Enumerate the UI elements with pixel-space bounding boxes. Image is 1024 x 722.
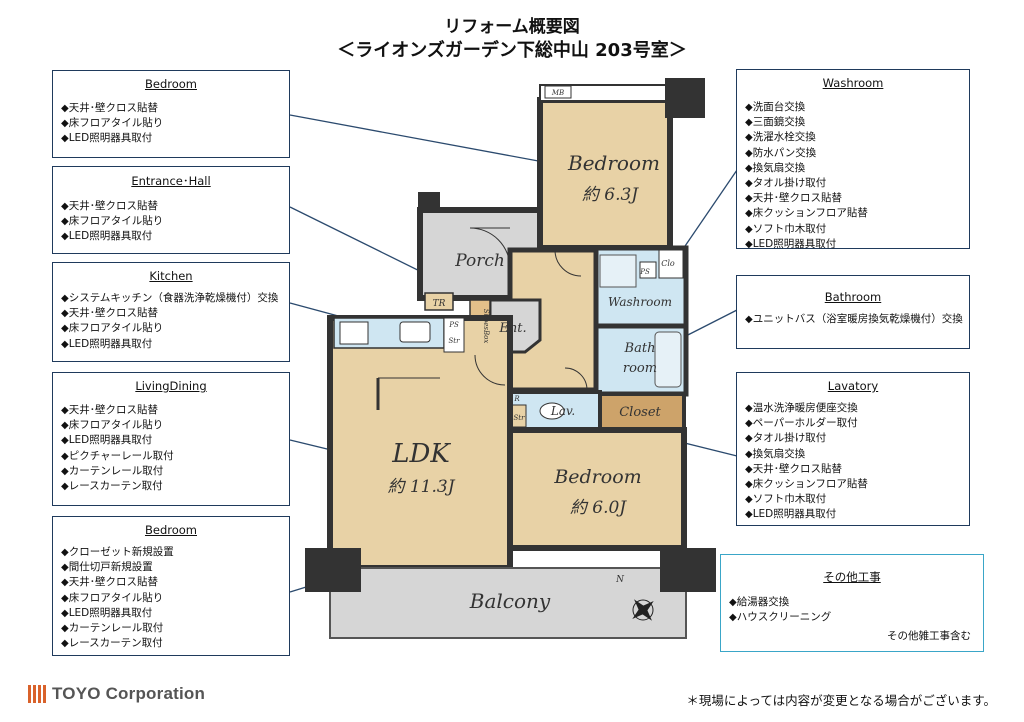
note-item: LED照明器具取付	[745, 237, 969, 252]
note-item: LED照明器具取付	[61, 229, 289, 244]
page-title: リフォーム概要図	[444, 17, 580, 37]
note-item: LED照明器具取付	[61, 606, 289, 621]
label-lav: Lav.	[550, 404, 575, 418]
room-bedroom-bottom	[507, 427, 687, 551]
room-bedroom-top	[537, 97, 673, 251]
logo-bars-icon	[28, 685, 46, 703]
label-ldk: LDK	[391, 439, 451, 469]
label-balcony: Balcony	[469, 589, 551, 613]
logo-text: TOYO Corporation	[52, 684, 206, 703]
note-item: ハウスクリーニング	[729, 610, 983, 625]
disclaimer: ＊現場によっては内容が変更となる場合がございます。	[686, 693, 996, 708]
note-item: システムキッチン（食器洗浄乾燥機付）交換	[61, 291, 289, 306]
label-closet: Closet	[619, 405, 661, 420]
note-item: 床フロアタイル貼り	[61, 591, 289, 606]
note-item: 換気扇交換	[745, 447, 969, 462]
note-item: ユニットバス（浴室暖房換気乾燥機付）交換	[745, 312, 969, 327]
note-title: Entrance･Hall	[131, 174, 211, 188]
note-item: ソフト巾木取付	[745, 222, 969, 237]
label-ps-wash: PS	[639, 268, 650, 276]
note-item: LED照明器具取付	[61, 131, 289, 146]
note-item: タオル掛け取付	[745, 431, 969, 446]
label-compass-n: N	[615, 575, 625, 585]
note-living-dining: LivingDining 天井･壁クロス貼替 床フロアタイル貼り LED照明器具…	[52, 372, 290, 506]
note-title: Kitchen	[149, 269, 193, 283]
note-item: 給湯器交換	[729, 595, 983, 610]
note-bathroom: Bathroom ユニットバス（浴室暖房換気乾燥機付）交換	[736, 275, 970, 349]
label-bedroom-bottom-size: 約 6.0J	[570, 498, 627, 518]
note-item: 天井･壁クロス貼替	[61, 306, 289, 321]
label-tr: TR	[433, 299, 446, 309]
note-item: 洗濯水栓交換	[745, 130, 969, 145]
note-item: LED照明器具取付	[61, 337, 289, 352]
note-washroom: Washroom 洗面台交換 三面鏡交換 洗濯水栓交換 防水パン交換 換気扇交換…	[736, 69, 970, 252]
note-title: Bedroom	[144, 523, 197, 537]
label-r: R	[513, 395, 520, 403]
note-other-works: その他工事 給湯器交換 ハウスクリーニング その他雑工事含む	[720, 554, 984, 652]
note-item: レースカーテン取付	[61, 479, 289, 494]
note-item: 天井･壁クロス貼替	[61, 199, 289, 214]
note-item: LED照明器具取付	[61, 433, 289, 448]
note-item: 天井･壁クロス貼替	[61, 101, 289, 116]
note-bedroom-bottom: Bedroom クローゼット新規設置 間仕切戸新規設置 天井･壁クロス貼替 床フ…	[52, 516, 290, 656]
page-subtitle: ＜ライオンズガーデン下総中山 203号室＞	[337, 40, 687, 61]
label-bath-room: room	[623, 361, 657, 376]
note-item: タオル掛け取付	[745, 176, 969, 191]
note-item: カーテンレール取付	[61, 621, 289, 636]
label-ps-kitchen: PS	[448, 321, 459, 329]
note-item: 床クッションフロア貼替	[745, 477, 969, 492]
label-mb: MB	[551, 89, 564, 97]
note-item: 床フロアタイル貼り	[61, 214, 289, 229]
note-title: その他工事	[823, 570, 881, 584]
label-str-lav: Str	[514, 414, 526, 422]
note-item: 防水パン交換	[745, 146, 969, 161]
note-title: Washroom	[822, 76, 884, 90]
note-title: Bathroom	[824, 290, 882, 304]
note-bedroom-top: Bedroom 天井･壁クロス貼替 床フロアタイル貼り LED照明器具取付	[52, 70, 290, 158]
label-porch: Porch	[454, 251, 505, 271]
label-shoebox: ShoesBox	[482, 309, 490, 344]
label-ent: Ent.	[498, 321, 526, 336]
label-bedroom-bottom: Bedroom	[553, 466, 641, 488]
label-washroom: Washroom	[608, 295, 672, 309]
note-item: 床クッションフロア貼替	[745, 206, 969, 221]
company-logo: TOYO Corporation	[28, 684, 205, 704]
label-bedroom-top-size: 約 6.3J	[582, 185, 639, 205]
note-item: 天井･壁クロス貼替	[745, 191, 969, 206]
note-item: 床フロアタイル貼り	[61, 321, 289, 336]
note-title: LivingDining	[135, 379, 207, 393]
note-title: Lavatory	[827, 379, 879, 393]
label-bedroom-top: Bedroom	[567, 151, 660, 175]
note-entrance-hall: Entrance･Hall 天井･壁クロス貼替 床フロアタイル貼り LED照明器…	[52, 166, 290, 254]
note-title: Bedroom	[144, 77, 197, 91]
note-kitchen: Kitchen システムキッチン（食器洗浄乾燥機付）交換 天井･壁クロス貼替 床…	[52, 262, 290, 362]
note-lavatory: Lavatory 温水洗浄暖房便座交換 ペーパーホルダー取付 タオル掛け取付 換…	[736, 372, 970, 526]
note-item: カーテンレール取付	[61, 464, 289, 479]
note-item: 床フロアタイル貼り	[61, 418, 289, 433]
note-item: 床フロアタイル貼り	[61, 116, 289, 131]
note-item: 洗面台交換	[745, 100, 969, 115]
note-item: 天井･壁クロス貼替	[745, 462, 969, 477]
note-other-remark: その他雑工事含む	[887, 630, 971, 642]
note-item: LED照明器具取付	[745, 507, 969, 522]
label-ldk-size: 約 11.3J	[387, 477, 455, 497]
note-item: ピクチャーレール取付	[61, 449, 289, 464]
note-item: 換気扇交換	[745, 161, 969, 176]
room-balcony	[329, 567, 687, 639]
note-item: ペーパーホルダー取付	[745, 416, 969, 431]
label-clo: Clo	[661, 259, 675, 268]
note-item: 温水洗浄暖房便座交換	[745, 401, 969, 416]
note-item: 間仕切戸新規設置	[61, 560, 289, 575]
note-item: ソフト巾木取付	[745, 492, 969, 507]
note-item: 天井･壁クロス貼替	[61, 403, 289, 418]
note-item: 天井･壁クロス貼替	[61, 575, 289, 590]
note-item: レースカーテン取付	[61, 636, 289, 651]
note-item: 三面鏡交換	[745, 115, 969, 130]
compass-icon	[632, 599, 654, 621]
note-item: クローゼット新規設置	[61, 545, 289, 560]
label-str-kitchen: Str	[449, 337, 461, 345]
label-bath: Bath	[624, 341, 656, 356]
